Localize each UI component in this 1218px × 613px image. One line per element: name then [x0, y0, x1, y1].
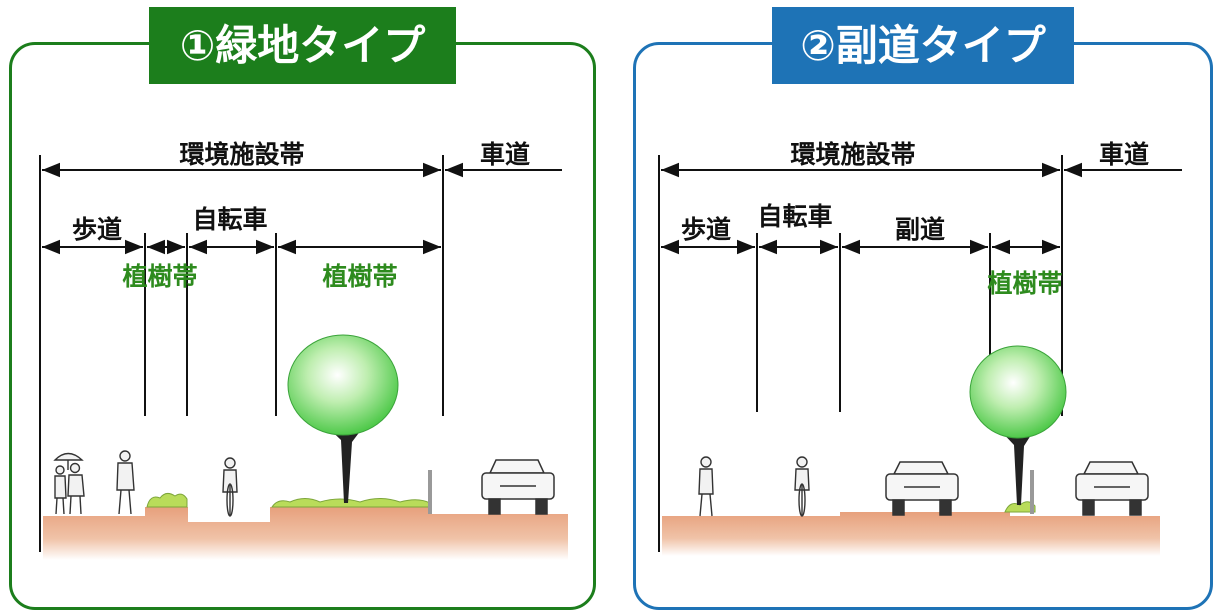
green-type-title: ①緑地タイプ — [149, 7, 456, 84]
sidewalk-label: 歩道 — [681, 215, 731, 244]
car-icon — [885, 461, 959, 516]
dimension-arrows — [661, 162, 1182, 255]
tree-icon — [969, 345, 1067, 505]
side-road-type-title: ②副道タイプ — [772, 7, 1074, 84]
cyclist-icon — [794, 456, 810, 517]
car-icon — [481, 459, 555, 515]
dimension-arrows — [42, 162, 562, 255]
environmental-zone-label: 環境施設帯 — [179, 140, 304, 169]
bicycle-lane-label: 自転車 — [192, 205, 267, 234]
ground — [662, 512, 1160, 556]
boundary-lines — [39, 155, 444, 552]
sidewalk-label: 歩道 — [72, 215, 122, 244]
hedge-strip — [146, 492, 431, 508]
side-road-label: 副道 — [895, 215, 945, 244]
pole-icon — [428, 470, 432, 514]
planting-strip-label: 植樹帯 — [987, 269, 1062, 298]
tree-icon — [287, 334, 399, 503]
ground — [43, 507, 568, 560]
roadway-label: 車道 — [480, 140, 530, 169]
pedestrian-icon — [698, 456, 714, 517]
pole-icon — [1030, 470, 1034, 514]
planting-strip-label-2: 植樹帯 — [322, 262, 397, 291]
bicycle-lane-label: 自転車 — [757, 202, 832, 231]
planting-strip-label-1: 植樹帯 — [122, 262, 197, 291]
green-type-section: 環境施設帯 車道 歩道 自転車 植樹帯 植樹帯 — [39, 140, 568, 560]
environmental-zone-label: 環境施設帯 — [790, 140, 915, 169]
cyclist-icon — [222, 457, 238, 517]
pedestrian-icon — [116, 450, 135, 515]
side-road-type-section: 環境施設帯 車道 歩道 自転車 副道 植樹帯 — [658, 140, 1182, 556]
car-icon — [1075, 461, 1149, 516]
pedestrians-with-umbrella-icon — [53, 452, 85, 515]
roadway-label: 車道 — [1099, 140, 1149, 169]
